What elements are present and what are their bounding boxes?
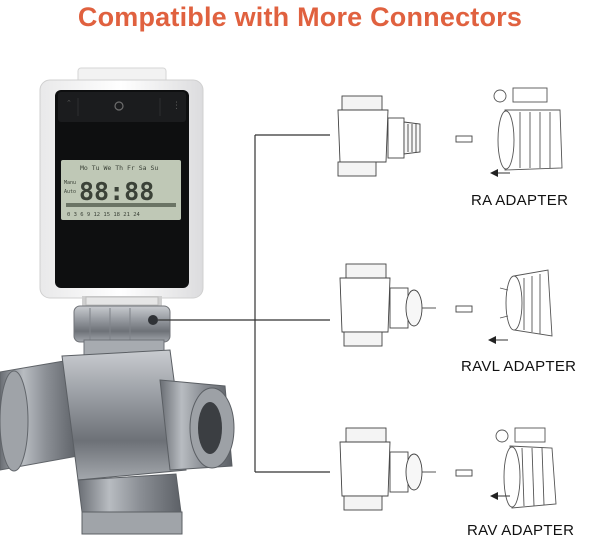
rav-adapter-drawing	[495, 427, 557, 509]
ravl-adapter-label: RAVL ADAPTER	[461, 358, 577, 375]
ra-adapter-label: RA ADAPTER	[471, 192, 569, 209]
ravl-arrow-icon	[488, 336, 508, 344]
valve-body	[0, 305, 235, 535]
lcd-digits: 88:88	[79, 177, 154, 206]
ra-arrow-icon	[490, 169, 510, 177]
rav-adapter-label: RAV ADAPTER	[467, 522, 575, 539]
ravl-valve-drawing	[339, 263, 473, 347]
rav-valve-drawing	[339, 427, 473, 511]
lcd-mode-auto: Auto	[64, 189, 76, 195]
ra-valve-drawing	[337, 95, 473, 177]
ra-adapter-drawing	[493, 87, 563, 171]
ravl-adapter-drawing	[499, 269, 553, 337]
headline: Compatible with More Connectors	[77, 2, 523, 32]
thermostat-device: ⌃ ⋮ Mo Tu We Th Fr Sa Su Manu Auto 88:88…	[39, 67, 204, 306]
menu-dots-icon: ⋮	[172, 101, 181, 111]
power-button-icon	[114, 101, 124, 111]
connector-lines	[158, 134, 330, 473]
lcd-mode-manual: Manu	[64, 180, 76, 186]
chevron-up-icon: ⌃	[66, 99, 72, 107]
lcd-days: Mo Tu We Th Fr Sa Su	[80, 164, 158, 172]
rav-arrow-icon	[490, 492, 510, 500]
lcd-bar	[66, 203, 176, 207]
lcd-scale: 0 3 6 9 12 15 18 21 24	[67, 212, 141, 218]
